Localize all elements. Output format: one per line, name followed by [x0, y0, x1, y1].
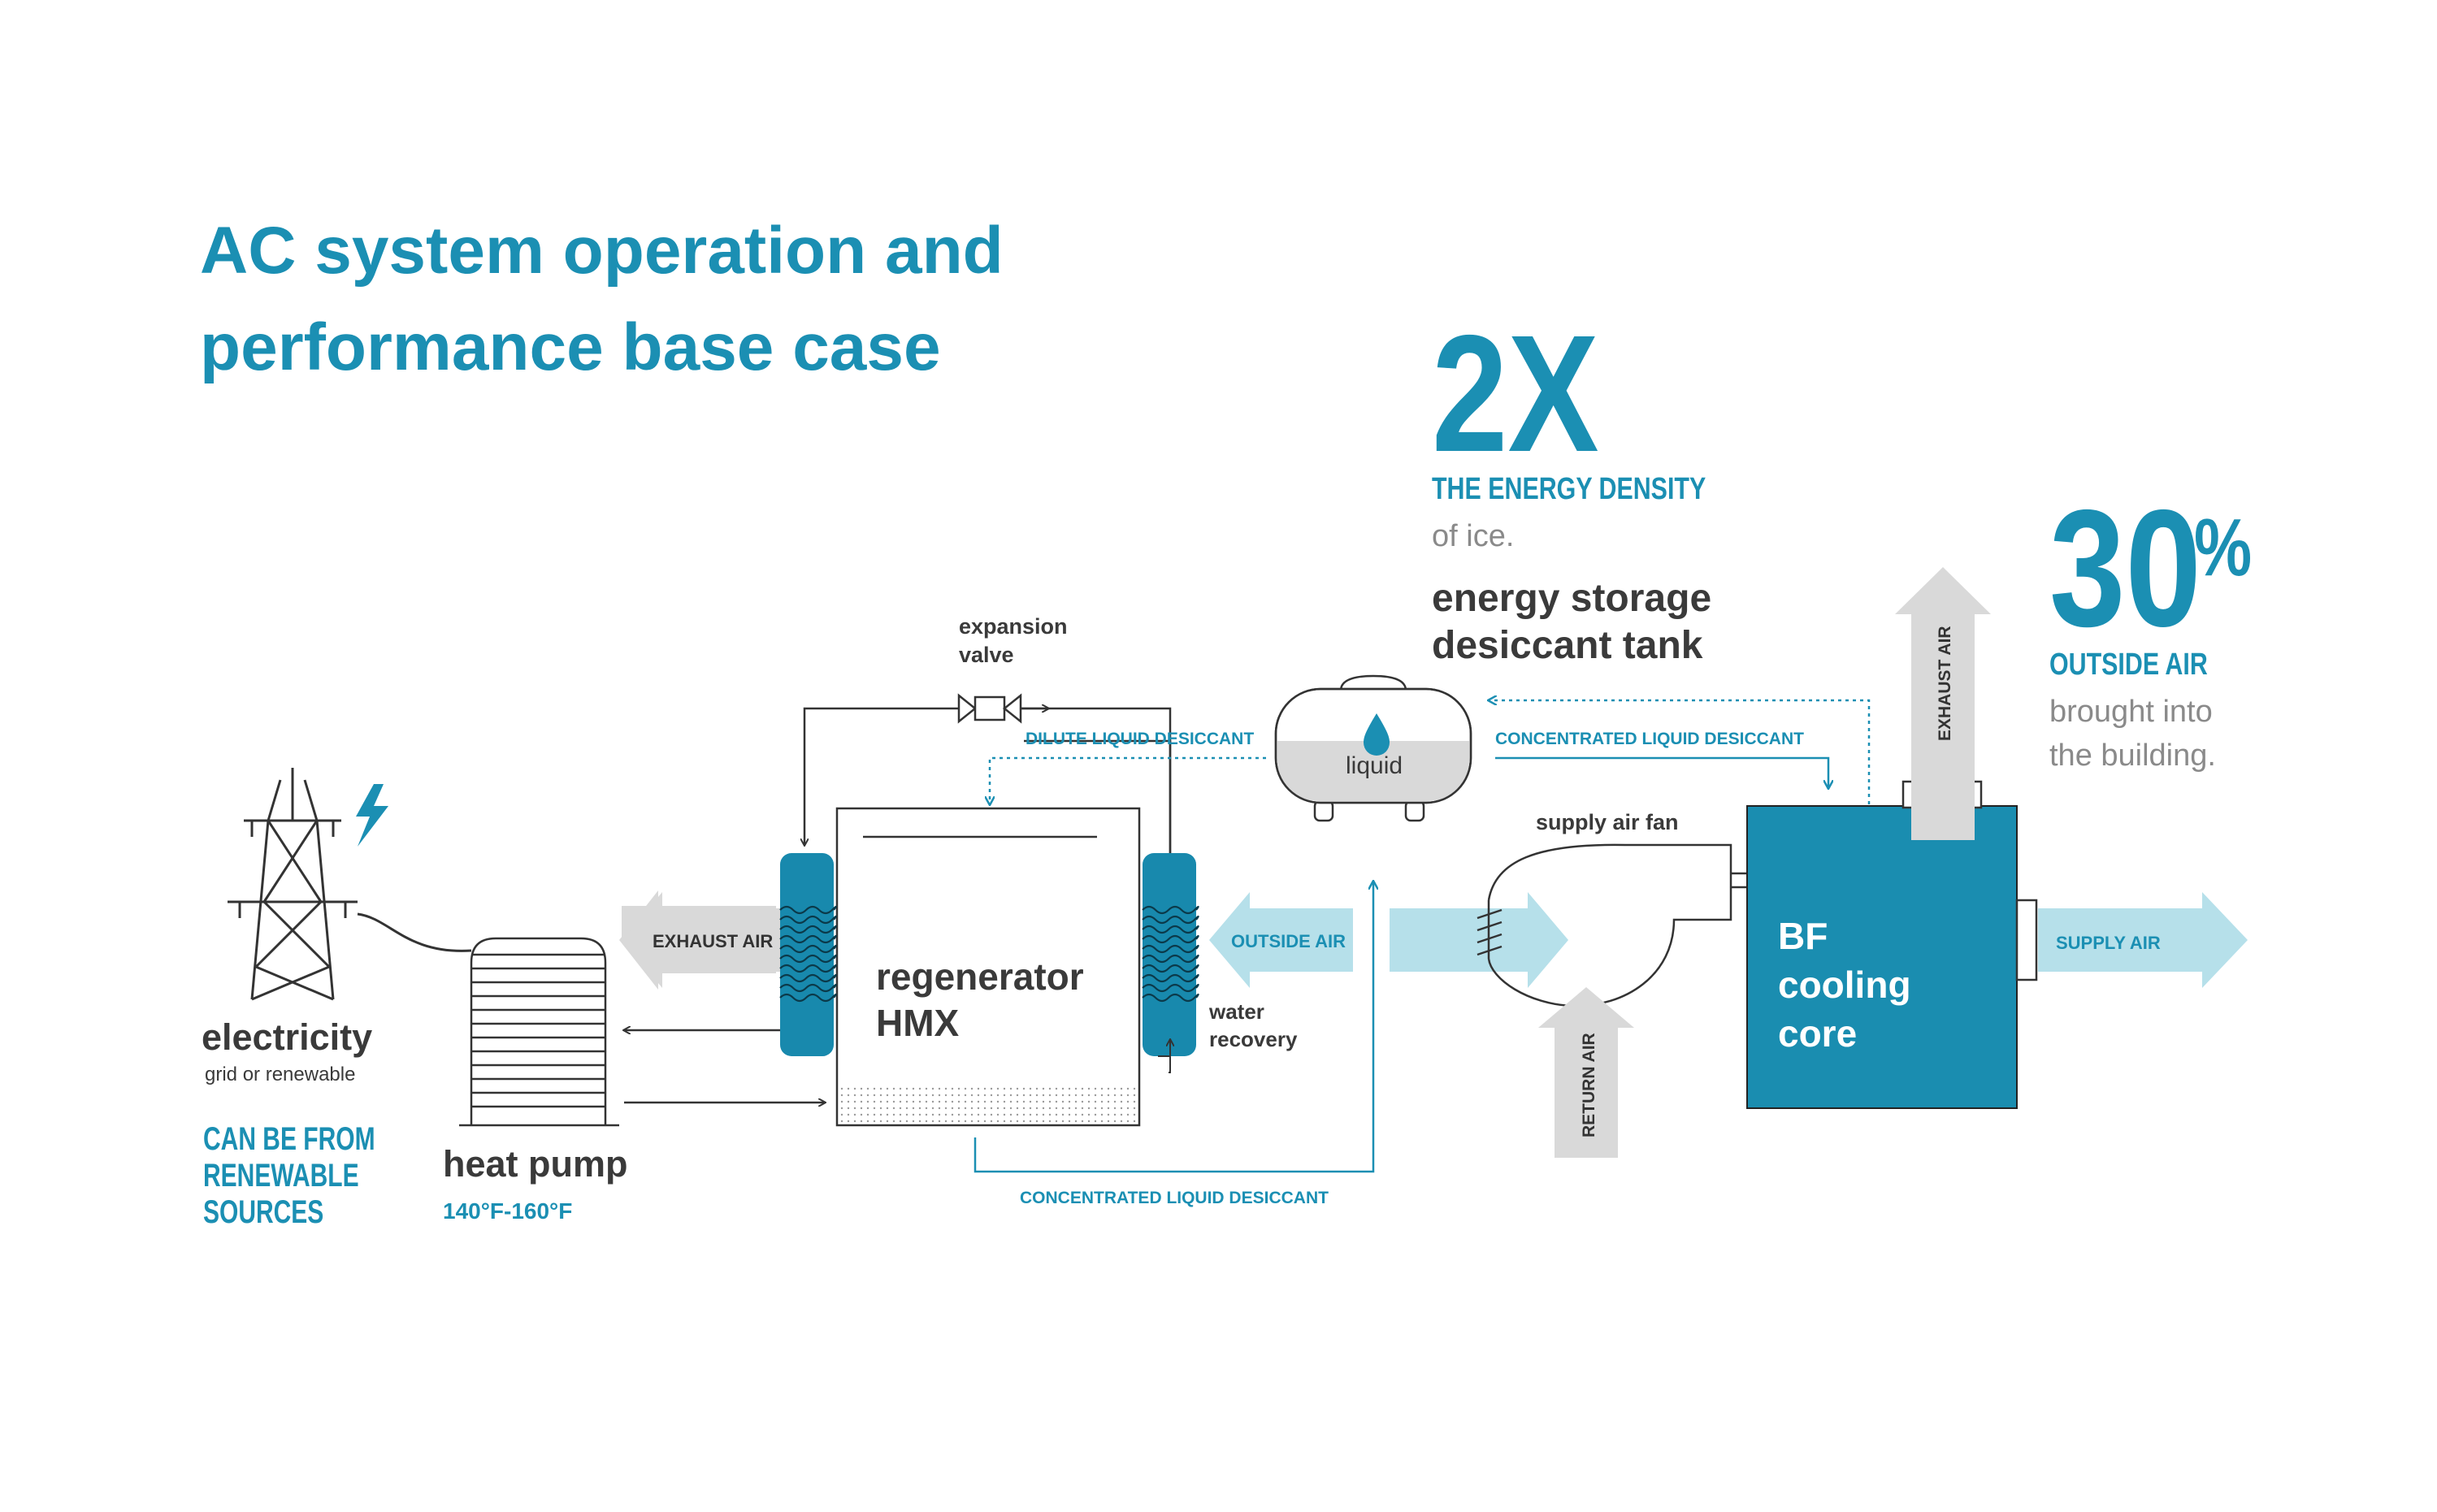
lightning-bolt-icon [356, 784, 388, 847]
regenerator-label-2: HMX [876, 1002, 960, 1044]
water-drop-icon [1364, 713, 1390, 756]
heat-pump-temp: 140°F-160°F [443, 1198, 572, 1224]
page-title-line1: AC system operation and [200, 214, 1004, 288]
tank-title-line1: energy storage [1432, 577, 1711, 620]
expansion-valve-label-1: expansion [959, 614, 1068, 639]
outside-air-sub2: the building. [2049, 739, 2216, 773]
concentrated-desiccant-top-label: CONCENTRATED LIQUID DESICCANT [1495, 730, 1804, 748]
regenerator-label-1: regenerator [876, 955, 1084, 998]
supply-outlet [2015, 899, 2038, 981]
right-heat-exchanger [1143, 853, 1196, 1056]
regenerator-body [835, 807, 1141, 1127]
electricity-sub: grid or renewable [205, 1064, 355, 1085]
left-heat-exchanger [780, 853, 834, 1056]
supply-air-arrow [2038, 892, 2248, 988]
supply-air-label: SUPPLY AIR [2056, 933, 2161, 953]
cooling-core-label-2: cooling [1778, 964, 1911, 1006]
outside-air-sub1: brought into [2049, 695, 2213, 729]
electricity-title: electricity [202, 1016, 372, 1058]
dilute-desiccant-label: DILUTE LIQUID DESICCANT [1026, 730, 1254, 748]
return-air-arrow [1538, 987, 1634, 1158]
renewable-note-3: SOURCES [203, 1194, 323, 1230]
outside-air-unit: % [2194, 503, 2252, 594]
concentrated-desiccant-bottom-label: CONCENTRATED LIQUID DESICCANT [1020, 1189, 1329, 1207]
outside-air-inlet-arrow [1390, 892, 1568, 988]
tank-liquid-label: liquid [1346, 752, 1403, 779]
outside-air-label: OUTSIDE AIR [1231, 931, 1346, 951]
power-tower-icon [228, 768, 472, 1001]
heat-pump-icon [459, 937, 619, 1127]
expansion-valve-label-2: valve [959, 643, 1014, 667]
water-recovery-arrow [1158, 1056, 1170, 1071]
cooling-core-body [1746, 805, 2018, 1109]
return-air-label: RETURN AIR [1580, 1033, 1598, 1137]
expansion-valve-icon [957, 693, 1022, 724]
outside-air-value: 30 [2049, 474, 2201, 661]
tank-to-core-line [1495, 756, 1828, 788]
concentrated-desiccant-top-line [1489, 700, 1871, 804]
water-recovery-label-2: recovery [1209, 1027, 1298, 1051]
concentrated-desiccant-bottom-line [973, 882, 1373, 1173]
water-recovery-label-1: water [1208, 999, 1264, 1024]
left-hx-waves [779, 905, 837, 1003]
exhaust-air-top-arrow [1895, 567, 1991, 840]
cooling-core-label-1: BF [1778, 915, 1828, 957]
heat-pump-title: heat pump [443, 1143, 628, 1185]
cooling-core-label-3: core [1778, 1012, 1857, 1055]
supply-air-fan-label: supply air fan [1536, 810, 1679, 834]
water-recovery-line [1169, 1056, 1171, 1073]
exhaust-air-left-shape [622, 892, 780, 988]
outside-air-label: OUTSIDE AIR [2049, 648, 2208, 682]
energy-density-value: 2X [1432, 300, 1599, 487]
water-recovery-tick [1158, 1040, 1170, 1057]
dilute-desiccant-line [990, 756, 1266, 804]
regenerator-dots [839, 1085, 1138, 1124]
energy-density-label: THE ENERGY DENSITY [1432, 472, 1706, 506]
tank-title-line2: desiccant tank [1432, 624, 1703, 667]
exhaust-air-top-label: EXHAUST AIR [1936, 626, 1954, 741]
renewable-note-1: CAN BE FROM [203, 1121, 375, 1157]
energy-density-sub: of ice. [1432, 519, 1514, 553]
page-title-line2: performance base case [200, 310, 941, 384]
outside-air-arrow [1209, 892, 1353, 988]
renewable-note-2: RENEWABLE [203, 1158, 359, 1194]
right-hx-waves [1142, 905, 1199, 1003]
exhaust-air-left-label: EXHAUST AIR [653, 931, 773, 951]
